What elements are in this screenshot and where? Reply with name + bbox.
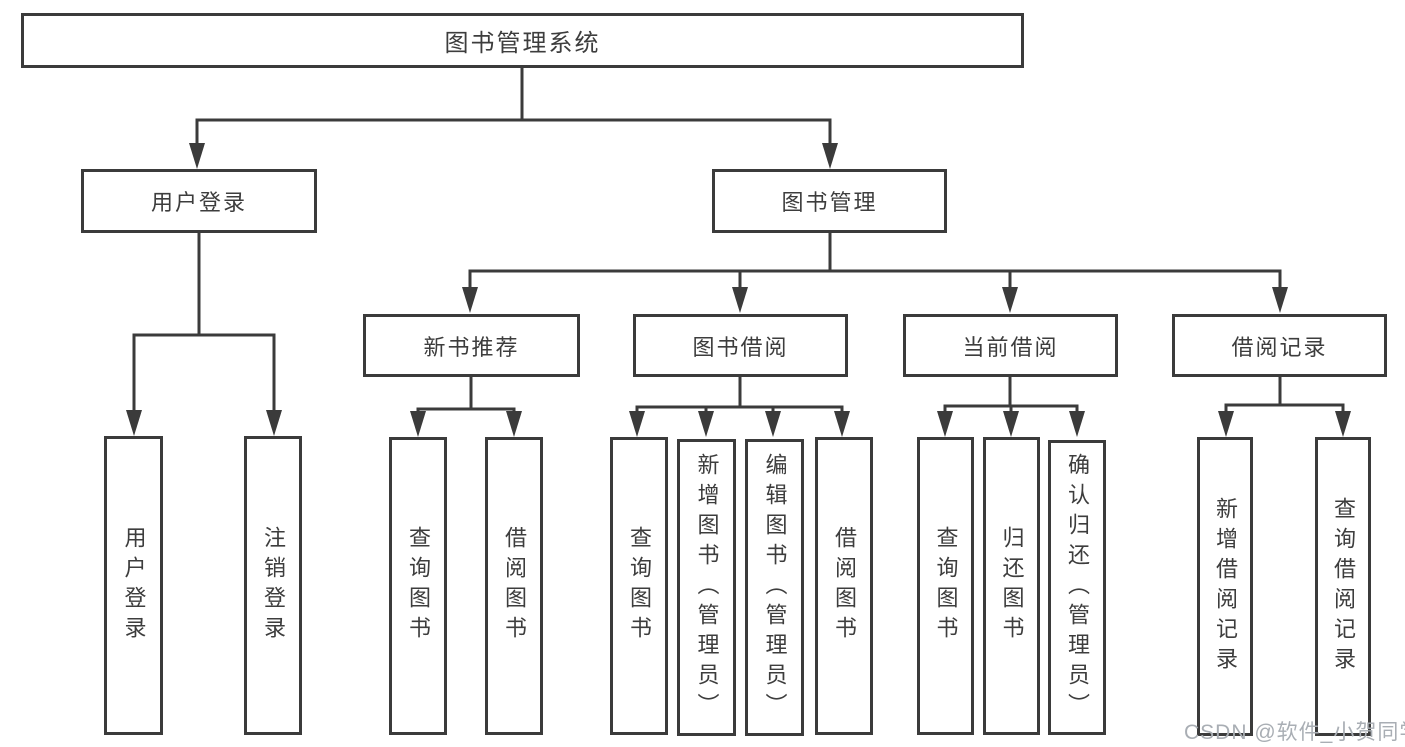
node-book-management: 图书管理 [712, 169, 947, 233]
leaf-add-borrow-record: 新增借阅记录 [1197, 437, 1253, 736]
connector-line [635, 375, 844, 415]
connector-borrow-record-children [1218, 375, 1351, 437]
node-book-borrow: 图书借阅 [633, 314, 848, 377]
leaf-borrow-books: 借阅图书 [815, 437, 873, 735]
connector-line [468, 231, 1282, 292]
leaf-label: 新增图书（管理员） [694, 452, 720, 723]
leaf-label: 注销登录 [261, 525, 286, 646]
arrowhead [506, 411, 522, 437]
connector-book-management-children [462, 231, 1288, 313]
leaf-logout: 注销登录 [244, 436, 302, 735]
arrowhead [937, 411, 953, 437]
connector-line [1224, 375, 1345, 415]
arrowhead [765, 411, 781, 437]
node-label: 图书管理 [781, 190, 878, 215]
leaf-return-book: 归还图书 [983, 437, 1040, 735]
leaf-query-books-borrow: 查询图书 [610, 437, 668, 735]
leaf-query-books-current: 查询图书 [917, 437, 974, 735]
node-new-book-recommend: 新书推荐 [363, 314, 580, 377]
node-label: 图书管理系统 [444, 30, 601, 57]
connector-line [132, 231, 276, 414]
node-user-login: 用户登录 [81, 169, 317, 233]
leaf-label: 借阅图书 [832, 526, 857, 646]
arrowhead [1002, 287, 1018, 313]
arrowhead [629, 411, 645, 437]
connector-book-borrow-children [629, 375, 850, 437]
node-label: 新书推荐 [423, 334, 520, 360]
leaf-user-login: 用户登录 [104, 436, 163, 735]
connector-line [195, 66, 832, 149]
node-label: 借阅记录 [1231, 334, 1328, 360]
leaf-label: 借阅图书 [502, 526, 527, 646]
leaf-label: 查询图书 [933, 526, 959, 646]
arrowhead [1069, 411, 1085, 437]
arrowhead [1003, 411, 1019, 437]
arrowhead [1272, 287, 1288, 313]
leaf-label: 新增借阅记录 [1213, 496, 1238, 677]
connector-current-borrow-children [937, 375, 1085, 437]
leaf-borrow-books-recommend: 借阅图书 [485, 437, 543, 735]
leaf-label: 确认归还（管理员） [1065, 452, 1090, 723]
node-current-borrow: 当前借阅 [903, 314, 1118, 377]
arrowhead [1218, 411, 1234, 437]
node-borrow-records: 借阅记录 [1172, 314, 1387, 377]
connector-user-login-children [126, 231, 282, 436]
leaf-label: 查询借阅记录 [1331, 496, 1356, 677]
leaf-query-borrow-record: 查询借阅记录 [1315, 437, 1371, 736]
arrowhead [126, 410, 142, 436]
leaf-confirm-return-admin: 确认归还（管理员） [1048, 440, 1106, 735]
node-label: 用户登录 [150, 190, 247, 215]
node-label: 图书借阅 [692, 334, 789, 360]
leaf-label: 查询图书 [627, 526, 652, 646]
arrowhead [732, 287, 748, 313]
arrowhead [189, 143, 205, 169]
connector-line [943, 375, 1079, 415]
leaf-label: 归还图书 [999, 526, 1025, 646]
leaf-label: 查询图书 [406, 526, 431, 646]
arrowhead [698, 411, 714, 437]
leaf-query-books-recommend: 查询图书 [389, 437, 447, 735]
leaf-add-book-admin: 新增图书（管理员） [677, 439, 736, 736]
leaf-label: 用户登录 [121, 525, 147, 646]
arrowhead [266, 410, 282, 436]
connector-new-book-children [410, 375, 522, 437]
arrowhead [410, 411, 426, 437]
arrowhead [822, 143, 838, 169]
arrowhead [834, 411, 850, 437]
node-root-system: 图书管理系统 [21, 13, 1024, 68]
leaf-edit-book-admin: 编辑图书（管理员） [745, 439, 804, 736]
arrowhead [1335, 411, 1351, 437]
leaf-label: 编辑图书（管理员） [762, 452, 788, 723]
node-label: 当前借阅 [962, 334, 1059, 360]
csdn-watermark: CSDN @软件_小贺同学 [1184, 721, 1405, 744]
arrowhead [462, 287, 478, 313]
connector-line [416, 375, 516, 415]
connector-root-to-level2 [189, 66, 838, 169]
